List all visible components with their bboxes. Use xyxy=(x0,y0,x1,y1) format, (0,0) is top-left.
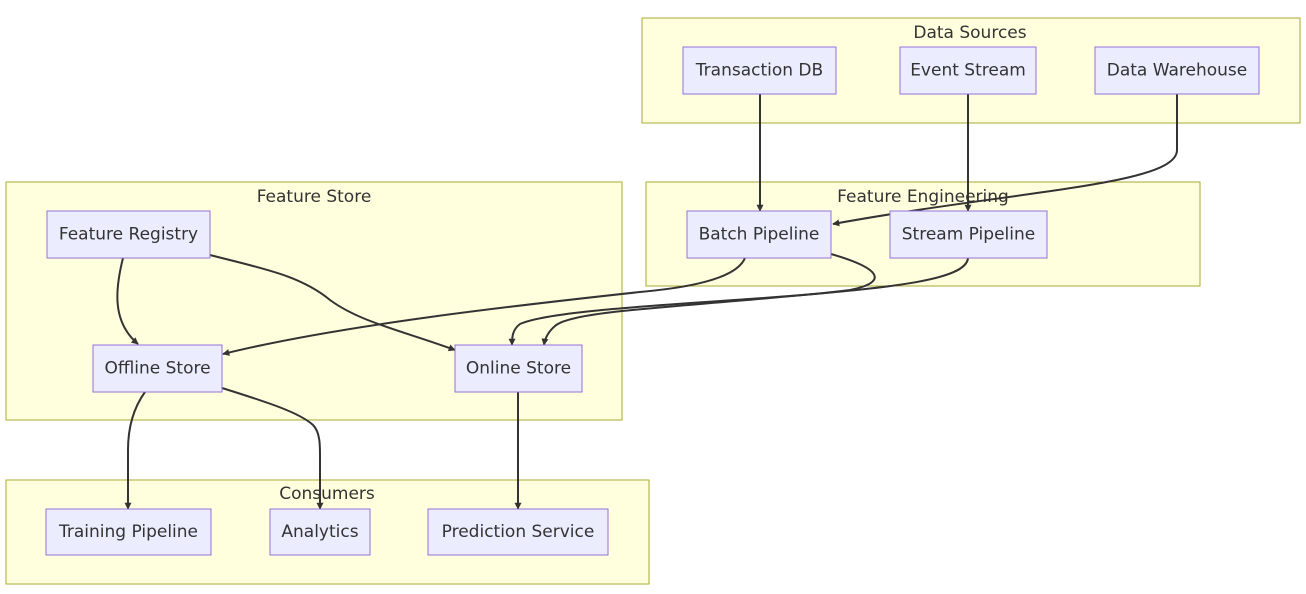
node-event-stream[interactable]: Event Stream xyxy=(899,46,1037,95)
node-transaction-db[interactable]: Transaction DB xyxy=(682,46,837,95)
node-label: Transaction DB xyxy=(695,61,823,81)
edge-stream-pipeline-to-online-store xyxy=(541,257,969,346)
node-label: Training Pipeline xyxy=(58,522,198,542)
node-batch-pipeline[interactable]: Batch Pipeline xyxy=(686,210,832,259)
edges xyxy=(116,94,1178,510)
node-feature-registry[interactable]: Feature Registry xyxy=(46,210,211,259)
edge-offline-store-to-analytics xyxy=(221,387,324,510)
cluster-label-feature-engineering: Feature Engineering xyxy=(837,187,1009,207)
edge-batch-pipeline-to-online-store xyxy=(508,253,876,346)
cluster-label-feature-store: Feature Store xyxy=(257,187,372,207)
cluster-label-consumers: Consumers xyxy=(279,484,375,504)
node-online-store[interactable]: Online Store xyxy=(454,344,583,393)
node-offline-store[interactable]: Offline Store xyxy=(92,344,223,393)
node-prediction-service[interactable]: Prediction Service xyxy=(427,508,609,556)
node-data-warehouse[interactable]: Data Warehouse xyxy=(1094,46,1260,95)
node-label: Prediction Service xyxy=(442,522,595,542)
edge-feature-registry-to-offline-store xyxy=(116,257,139,345)
node-analytics[interactable]: Analytics xyxy=(269,508,371,556)
node-label: Batch Pipeline xyxy=(699,225,820,245)
node-label: Offline Store xyxy=(104,359,210,379)
node-label: Data Warehouse xyxy=(1107,61,1247,81)
node-label: Feature Registry xyxy=(59,225,198,245)
node-label: Event Stream xyxy=(910,61,1026,81)
node-label: Online Store xyxy=(466,359,571,379)
node-stream-pipeline[interactable]: Stream Pipeline xyxy=(889,210,1048,259)
edge-feature-registry-to-online-store xyxy=(209,254,456,352)
node-label: Stream Pipeline xyxy=(902,225,1035,245)
node-training-pipeline[interactable]: Training Pipeline xyxy=(45,508,212,556)
edge-offline-store-to-training-pipeline xyxy=(124,391,146,510)
edge-batch-pipeline-to-offline-store xyxy=(222,257,746,356)
node-label: Analytics xyxy=(281,522,358,542)
cluster-label-data-sources: Data Sources xyxy=(913,23,1026,43)
